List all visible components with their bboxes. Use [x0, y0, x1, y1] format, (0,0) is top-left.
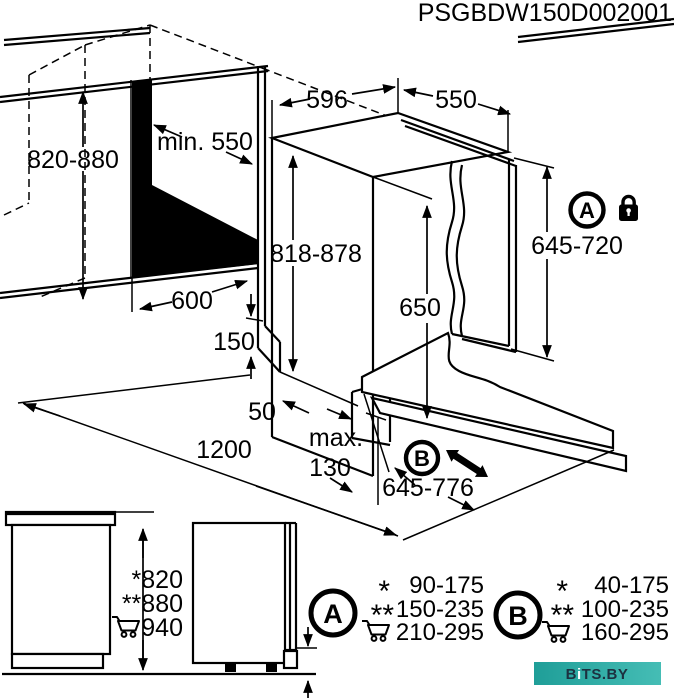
- range-a-label: 645-720: [531, 232, 623, 260]
- legend-a-cart-value: 210-295: [396, 619, 484, 646]
- legend-a-star: *: [378, 575, 390, 608]
- legend-b-letter: B: [508, 601, 528, 631]
- drawing-number: PSGBDW150D002001: [418, 0, 672, 27]
- legend-a: A * 90-175 ** 150-235 210-295: [308, 572, 484, 646]
- marker-b: B: [403, 439, 441, 477]
- door-height-label: 650: [399, 294, 441, 322]
- niche-width-label: 600: [171, 287, 213, 315]
- side-view-cabinet: [2, 510, 316, 676]
- marker-a: A: [568, 191, 606, 229]
- legend-b-star: *: [556, 575, 568, 608]
- legend-b-double-star-value: 100-235: [581, 596, 669, 623]
- lock-icon: [619, 194, 638, 221]
- dimension-arrows: [22, 84, 552, 536]
- dimension-labels: 820-880 min. 550 600 596 550 818-878 650…: [27, 86, 623, 502]
- slide-arrow-icon: [446, 450, 488, 477]
- witness-lines: [17, 78, 615, 541]
- marker-b-letter: B: [414, 446, 430, 471]
- dw-height-label: 818-878: [270, 240, 362, 268]
- legend-b-double-star: **: [551, 599, 575, 632]
- furniture-panel: [360, 331, 628, 473]
- max-label: max.: [309, 424, 363, 452]
- legend-a-letter: A: [323, 599, 343, 629]
- legend-a-double-star: **: [371, 599, 395, 632]
- cart-icon: [111, 616, 140, 638]
- legend-b-star-value: 40-175: [594, 572, 669, 599]
- niche-height-label: 820-880: [27, 146, 119, 174]
- plinth-step-label: 150: [213, 328, 255, 356]
- front-clearance-label: 1200: [196, 436, 252, 464]
- legend-b: B * 40-175 ** 100-235 160-295: [493, 572, 669, 646]
- legend-a-double-star-value: 150-235: [396, 596, 484, 623]
- height-star-value: *820: [132, 566, 183, 594]
- gap-label: 50: [248, 398, 276, 426]
- max-value-label: 130: [309, 454, 351, 482]
- dw-depth-label: 550: [435, 86, 477, 114]
- niche-opening: [130, 66, 359, 407]
- marker-a-letter: A: [579, 198, 595, 223]
- watermark-text: BiTS.BY: [566, 666, 629, 683]
- niche-depth-label: min. 550: [157, 128, 253, 156]
- legend-a-star-value: 90-175: [409, 572, 484, 599]
- side-view-height-values: *820 **880 940: [111, 566, 183, 642]
- side-view-appliance: [191, 521, 317, 698]
- height-double-star-value: **880: [122, 590, 183, 618]
- height-cart-value: 940: [141, 614, 183, 642]
- range-b-label: 645-776: [382, 474, 474, 502]
- watermark-banner: BiTS.BY: [534, 662, 661, 685]
- legend-b-cart-value: 160-295: [581, 619, 669, 646]
- dw-width-label: 596: [306, 86, 348, 114]
